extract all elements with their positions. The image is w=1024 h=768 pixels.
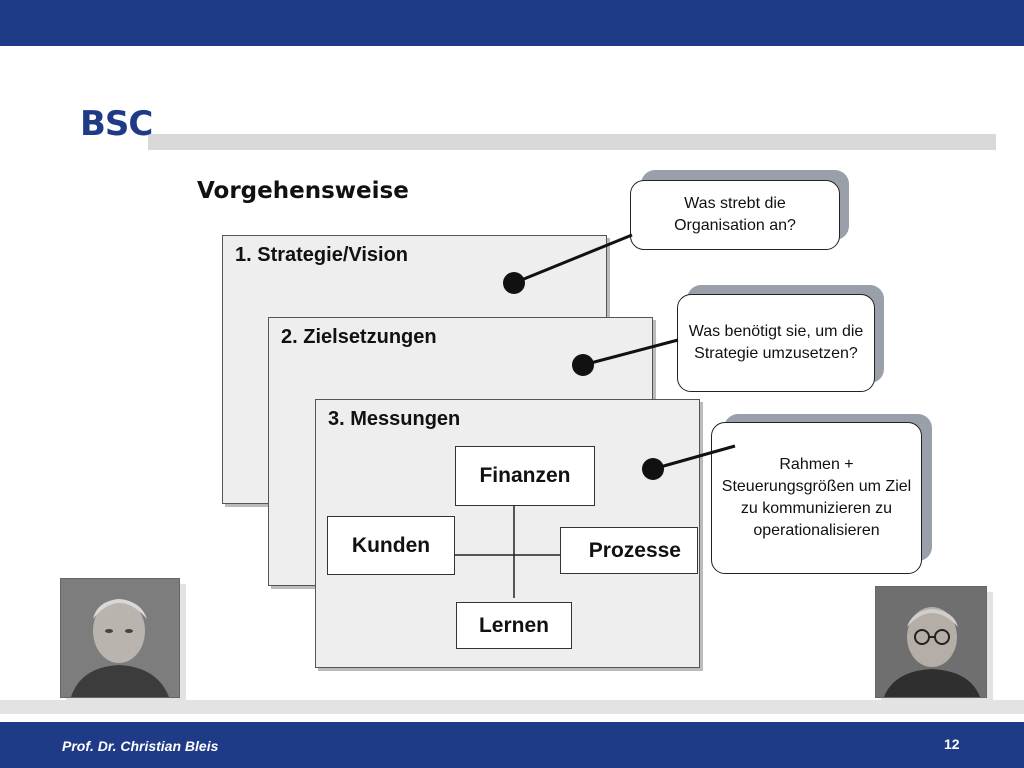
- bottom-grey-bar: [0, 700, 1024, 714]
- box-finanzen: Finanzen: [455, 446, 595, 506]
- panel-messungen-label: 3. Messungen: [328, 408, 461, 430]
- callout-2: Was benötigt sie, um die Strategie umzus…: [677, 294, 875, 392]
- footer-page-number: 12: [944, 736, 960, 752]
- slide-title: BSC: [80, 104, 153, 144]
- slide-subtitle: Vorgehensweise: [197, 178, 409, 204]
- panel-zielsetzungen-label: 2. Zielsetzungen: [281, 326, 437, 348]
- pointer-line-3: [652, 444, 736, 471]
- person-left-icon: [61, 579, 179, 697]
- pointer-dot-3: [642, 458, 664, 480]
- pointer-line-1: [513, 233, 633, 285]
- bottom-banner: [0, 722, 1024, 768]
- panel-strategie-label: 1. Strategie/Vision: [235, 244, 409, 266]
- pointer-line-2: [582, 338, 679, 367]
- title-underline-bar: [148, 134, 996, 150]
- box-lernen: Lernen: [456, 602, 572, 649]
- callout-3: Rahmen + Steuerungsgrößen um Ziel zu kom…: [711, 422, 922, 574]
- box-kunden: Kunden: [327, 516, 455, 575]
- portrait-left-photo: [60, 578, 180, 698]
- box-prozesse: Prozesse: [560, 527, 698, 574]
- callout-1: Was strebt die Organisation an?: [630, 180, 840, 250]
- footer-author: Prof. Dr. Christian Bleis: [62, 738, 219, 754]
- top-banner: [0, 0, 1024, 46]
- person-right-icon: [876, 587, 986, 697]
- pointer-dot-1: [503, 272, 525, 294]
- pointer-dot-2: [572, 354, 594, 376]
- portrait-right-photo: [875, 586, 987, 698]
